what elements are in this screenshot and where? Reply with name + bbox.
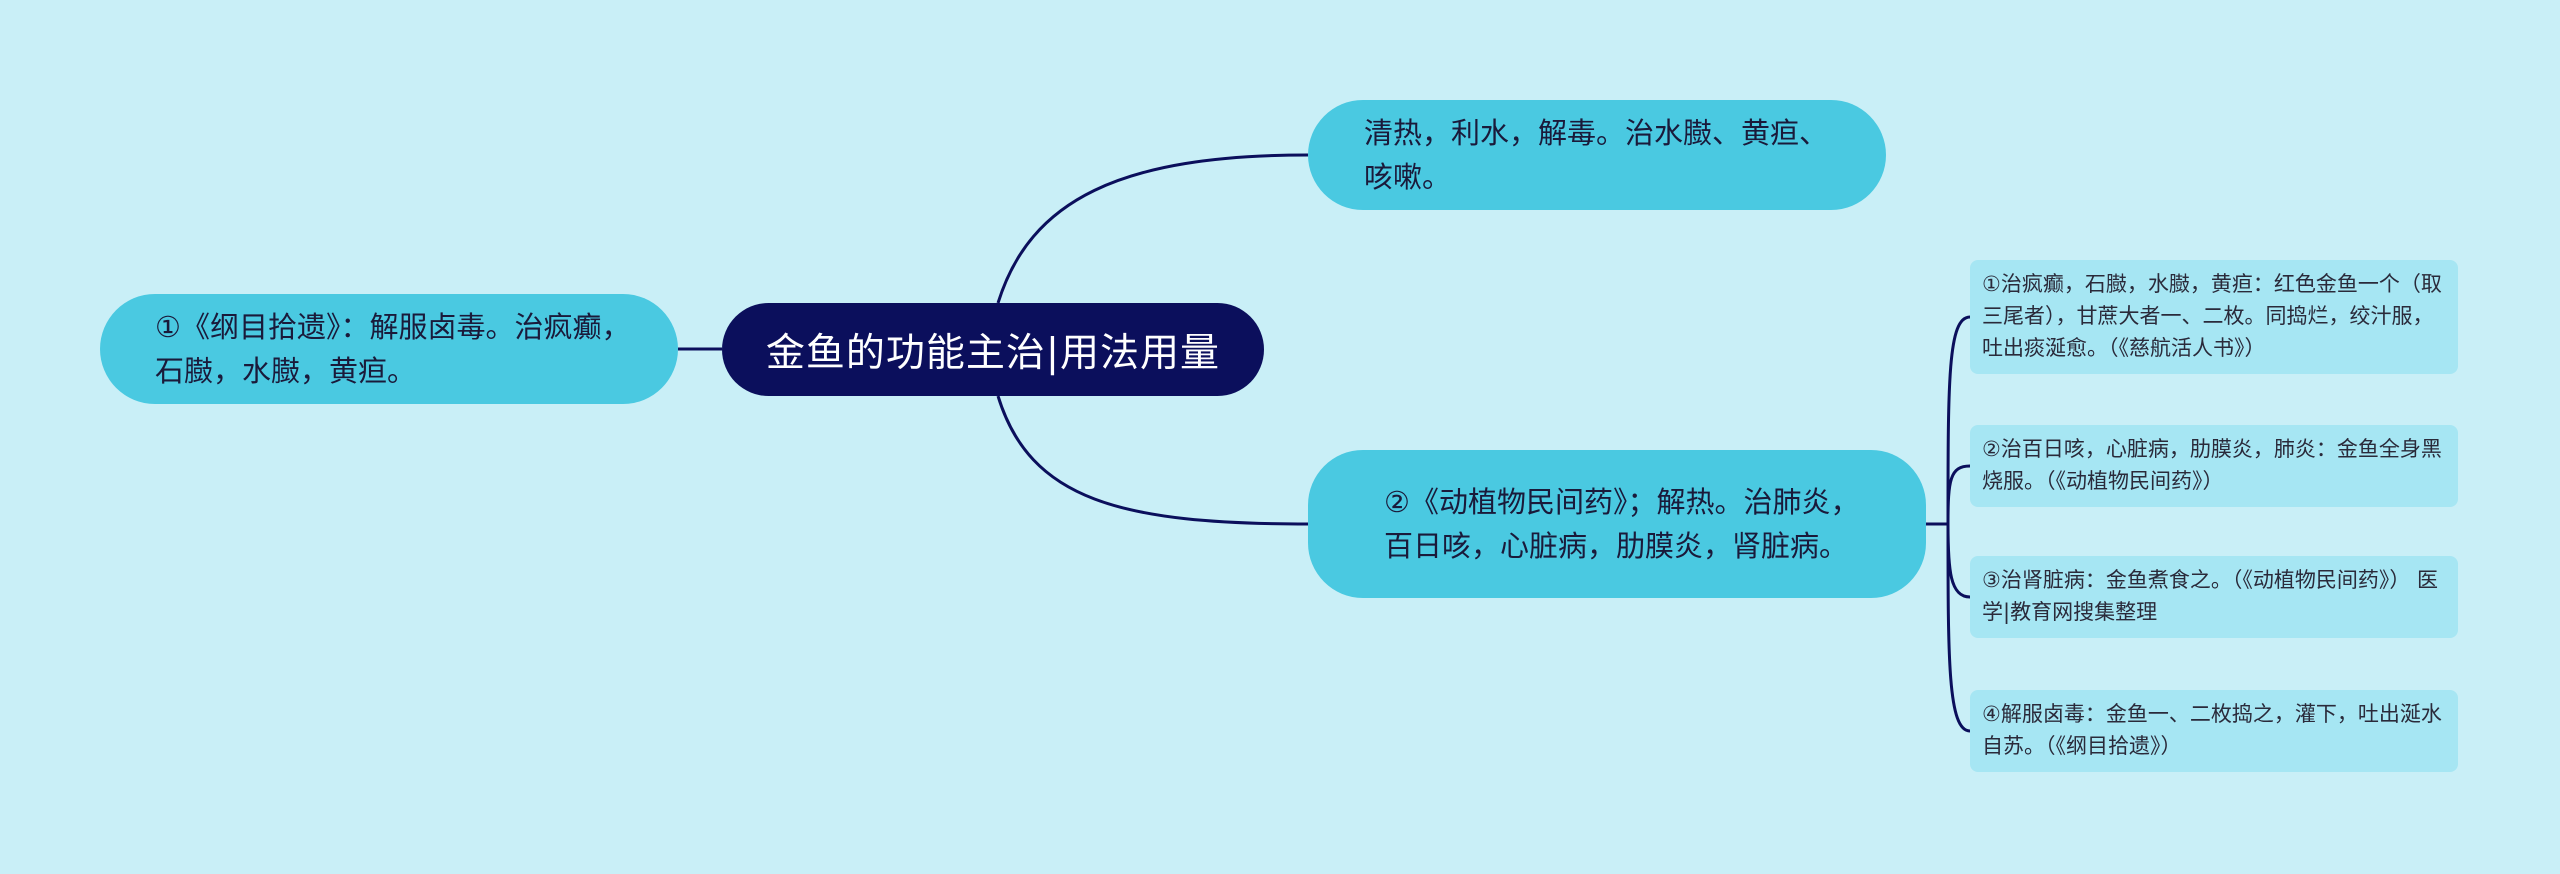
- leaf-2[interactable]: ②治百日咳，心脏病，肋膜炎，肺炎：金鱼全身黑烧服。（《动植物民间药》）: [1970, 425, 2458, 507]
- branch-bottom-text: ②《动植物民间药》；解热。治肺炎，百日咳，心脏病，肋膜炎，肾脏病。: [1384, 485, 1860, 563]
- leaf-3[interactable]: ③治肾脏病：金鱼煮食之。（《动植物民间药》） 医学|教育网搜集整理: [1970, 556, 2458, 638]
- connector-leaf-3: [1946, 523, 1971, 599]
- leaf-2-text: ②治百日咳，心脏病，肋膜炎，肺炎：金鱼全身黑烧服。（《动植物民间药》）: [1982, 437, 2442, 493]
- leaf-4-text: ④解服卤毒：金鱼一、二枚捣之，灌下，吐出涎水自苏。（《纲目拾遗》）: [1982, 702, 2442, 758]
- branch-top[interactable]: 清热，利水，解毒。治水臌、黄疸、咳嗽。: [1308, 100, 1886, 210]
- connector-leaf-1: [1946, 315, 1971, 525]
- leaf-1[interactable]: ①治疯癫，石臌，水臌，黄疸：红色金鱼一个（取三尾者），甘蔗大者一、二枚。同捣烂，…: [1970, 260, 2458, 374]
- connector-leaf-2: [1946, 464, 1971, 525]
- leaf-4[interactable]: ④解服卤毒：金鱼一、二枚捣之，灌下，吐出涎水自苏。（《纲目拾遗》）: [1970, 690, 2458, 772]
- connector-root-top: [996, 153, 1309, 304]
- root-topic-label: 金鱼的功能主治|用法用量: [765, 330, 1221, 376]
- root-topic[interactable]: 金鱼的功能主治|用法用量: [722, 303, 1264, 396]
- connector-leaf-4: [1946, 523, 1971, 733]
- branch-left[interactable]: ①《纲目拾遗》：解服卤毒。治疯癫，石臌，水臌，黄疸。: [100, 294, 678, 404]
- branch-top-text: 清热，利水，解毒。治水臌、黄疸、咳嗽。: [1364, 116, 1829, 194]
- connector-root-bottom: [996, 395, 1309, 526]
- leaf-3-text: ③治肾脏病：金鱼煮食之。（《动植物民间药》） 医学|教育网搜集整理: [1982, 568, 2438, 624]
- leaf-1-text: ①治疯癫，石臌，水臌，黄疸：红色金鱼一个（取三尾者），甘蔗大者一、二枚。同捣烂，…: [1982, 272, 2442, 360]
- branch-bottom[interactable]: ②《动植物民间药》；解热。治肺炎，百日咳，心脏病，肋膜炎，肾脏病。: [1308, 450, 1926, 598]
- branch-left-text: ①《纲目拾遗》：解服卤毒。治疯癫，石臌，水臌，黄疸。: [155, 310, 631, 388]
